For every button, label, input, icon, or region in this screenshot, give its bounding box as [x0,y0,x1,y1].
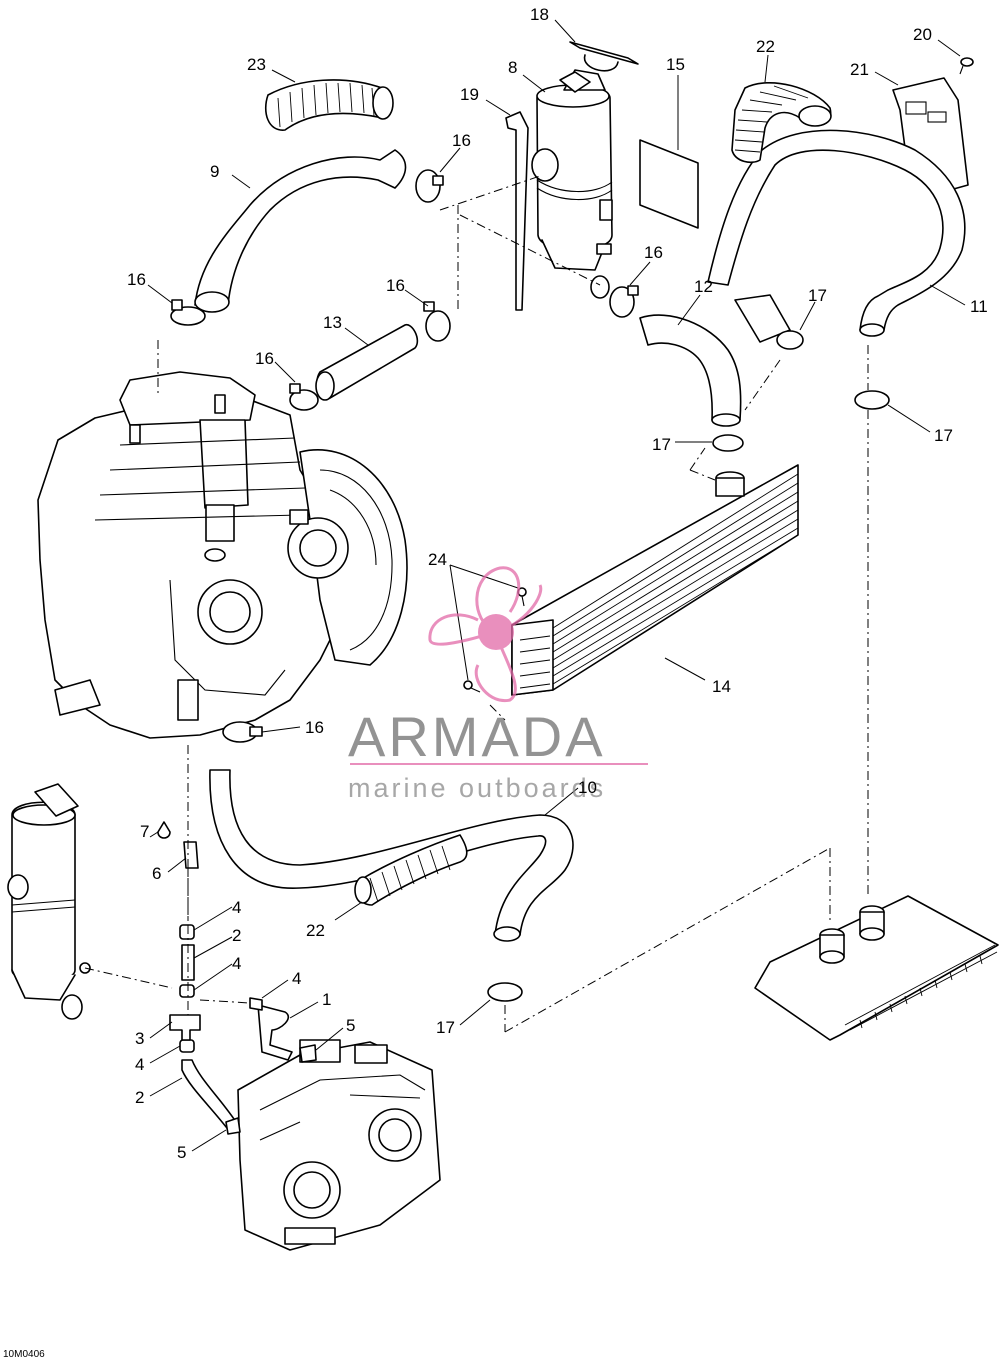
callout-4: 4 [135,1055,144,1074]
brand-name: ARMADA [348,705,606,768]
callout-17: 17 [436,1018,455,1037]
screw-24 [463,680,481,693]
callout-16: 16 [127,270,146,289]
callout-7: 7 [140,822,149,841]
callout-22: 22 [306,921,325,940]
callout-24: 24 [428,550,447,569]
carburetor-assembly [237,1039,441,1251]
clamp-16 [170,299,206,326]
hose-9 [194,149,407,306]
ring-17 [854,390,890,410]
hose-11 [707,129,966,331]
callout-16: 16 [255,349,274,368]
flex-hose-22-bottom [354,834,468,906]
flex-hose-22-top [731,81,832,164]
screw-20 [959,57,974,75]
callout-9: 9 [210,162,219,181]
callout-19: 19 [460,85,479,104]
callout-5: 5 [346,1016,355,1035]
cap-18 [569,41,639,72]
callout-21: 21 [850,60,869,79]
ring-17 [776,330,804,350]
drawing-code: 10M0406 [3,1349,45,1360]
callout-16: 16 [452,131,471,150]
callout-17: 17 [934,426,953,445]
flex-hose-23 [264,79,394,131]
clamp-16 [415,169,444,203]
callout-23: 23 [247,55,266,74]
clamp-16 [289,383,319,411]
clamp-16 [609,285,639,318]
callout-13: 13 [323,313,342,332]
fitting-4 [249,997,263,1011]
ring-17 [712,434,744,452]
callout-labels: 18 8 19 15 22 21 20 23 9 16 16 16 13 16 … [127,5,988,1162]
rod-19 [505,111,529,311]
callout-17: 17 [808,286,827,305]
callout-1: 1 [322,990,331,1009]
callout-2: 2 [232,926,241,945]
hose-1 [257,1004,293,1061]
hose-2-upper [181,944,195,981]
bottom-plate [754,895,999,1041]
callout-11: 11 [970,297,988,316]
callout-16: 16 [305,718,324,737]
fitting-4 [179,1039,195,1053]
tee-fitting-3 [169,1014,201,1041]
fitting-5 [225,1117,241,1135]
propeller-logo-icon [428,566,543,703]
callout-14: 14 [712,677,731,696]
callout-16: 16 [386,276,405,295]
callout-4: 4 [232,898,241,917]
brand-tagline: marine outboards [348,773,606,803]
callout-10: 10 [578,778,597,797]
callout-20: 20 [913,25,932,44]
callout-6: 6 [152,864,161,883]
callout-4: 4 [292,969,301,988]
assembly-lines [84,175,869,1033]
fitting-5 [299,1044,317,1063]
check-valve-7 [157,821,171,839]
callout-17: 17 [652,435,671,454]
clamp-16 [423,301,451,342]
callout-12: 12 [694,277,713,296]
hose-6 [183,841,199,869]
muffler-8 [531,69,613,299]
callout-2: 2 [135,1088,144,1107]
callout-18: 18 [530,5,549,24]
clamp-16 [222,721,263,743]
engine-block [37,371,408,739]
callout-8: 8 [508,58,517,77]
armada-logo: ARMADA marine outboards [348,566,648,803]
muffler-assembly-small [7,783,91,1020]
callout-4: 4 [232,954,241,973]
hose-12 [639,314,742,421]
leader-lines [147,19,966,1152]
callout-5: 5 [177,1143,186,1162]
callout-16: 16 [644,243,663,262]
ring-17 [487,982,523,1002]
callout-22: 22 [756,37,775,56]
fitting-4 [179,924,195,940]
plate-15 [639,139,699,229]
callout-3: 3 [135,1029,144,1048]
heat-exchanger-14 [511,464,799,696]
callout-15: 15 [666,55,685,74]
fitting-4 [179,984,195,998]
